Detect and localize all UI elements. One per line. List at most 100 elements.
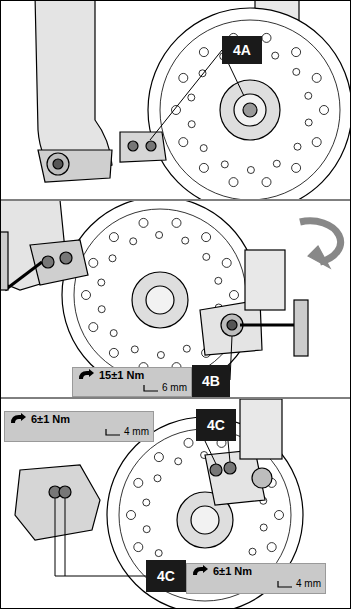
torque-value: 6±1 Nm — [31, 413, 70, 425]
disc-hole — [200, 145, 207, 152]
divider — [0, 398, 351, 399]
pinch-bolt — [224, 462, 236, 474]
hex-key — [5, 262, 42, 290]
dropout — [38, 150, 112, 182]
disc-hole — [320, 106, 329, 115]
tool-row: 4 mm — [191, 578, 321, 589]
torque-icon — [9, 413, 27, 425]
callout-box: 4A — [222, 36, 262, 64]
disc-hole — [293, 68, 300, 75]
disc-hole — [199, 163, 208, 172]
torque-icon — [191, 565, 209, 577]
disc-hole — [89, 258, 98, 267]
leader-line — [55, 498, 146, 576]
disc-hole — [262, 178, 271, 187]
caliper-bolt — [59, 486, 71, 498]
torque-tag: 15±1 Nm6 mm — [72, 367, 192, 397]
hub — [146, 286, 174, 314]
disc-hole — [110, 330, 117, 337]
torque-tag: 6±1 Nm4 mm — [186, 563, 326, 594]
disc-hole — [305, 119, 312, 126]
hub — [234, 94, 266, 126]
disc-hole — [312, 73, 321, 82]
callout-number: 4A — [233, 42, 251, 58]
disc-hole — [82, 291, 91, 300]
disc-hole — [139, 218, 148, 227]
disc-hole — [262, 33, 271, 42]
disc-hole — [109, 348, 118, 357]
axle-bolt — [252, 468, 272, 488]
disc-hole — [154, 475, 161, 482]
pinch-bolt — [128, 141, 138, 151]
callout-box: 4C — [146, 560, 186, 592]
rotation-arrowhead — [308, 246, 330, 268]
pinch-bolt — [60, 252, 72, 264]
brake-disc — [160, 20, 340, 199]
disc-hole — [183, 345, 190, 352]
disc-hole — [179, 138, 188, 147]
hub — [191, 506, 219, 534]
hex-key-shape — [106, 429, 120, 435]
disc-hole — [98, 306, 105, 313]
divider — [0, 200, 351, 201]
hex-key-icon — [277, 579, 293, 589]
brake-disc — [74, 209, 246, 381]
disc-hole — [109, 233, 118, 242]
disc-hole — [134, 478, 143, 487]
disc-hole — [172, 218, 181, 227]
disc-hole — [143, 526, 150, 533]
callout-number: 4C — [207, 417, 225, 433]
hex-key — [240, 324, 300, 327]
hub — [220, 80, 280, 140]
fork-tube — [240, 399, 282, 459]
disc-hole — [294, 143, 301, 150]
pinch-bolt — [146, 141, 156, 151]
disc-hole — [221, 161, 228, 168]
disc-hole — [273, 160, 280, 167]
callout-box: 4B — [192, 365, 230, 397]
fork-tube — [245, 250, 285, 310]
hex-key-shape — [144, 385, 158, 391]
disc-hole — [131, 346, 138, 353]
panel-two — [1, 201, 341, 393]
disc-hole — [203, 253, 210, 260]
disc-hole — [230, 291, 239, 300]
torque-arrow — [193, 565, 208, 575]
disc-hole — [98, 279, 105, 286]
axle-clamp — [120, 132, 166, 162]
tool-row: 6 mm — [77, 382, 187, 393]
hex-key-handle — [1, 232, 8, 290]
disc-hole — [272, 52, 279, 59]
disc-hole — [188, 121, 195, 128]
disc-hole — [222, 258, 231, 267]
hex-key-shape — [278, 581, 292, 587]
tool-size: 4 mm — [124, 426, 149, 437]
torque-arrow — [11, 413, 26, 423]
dropout — [30, 240, 88, 285]
disc-hole — [267, 543, 276, 552]
pinch-bolt — [42, 256, 54, 268]
disc-hole — [182, 237, 189, 244]
disc-hole — [188, 94, 195, 101]
callout-box: 4C — [196, 409, 236, 441]
disc-hole — [292, 48, 301, 57]
torque-row: 6±1 Nm — [9, 413, 149, 425]
hub — [243, 103, 257, 117]
disc-hole — [249, 548, 256, 555]
torque-tag: 6±1 Nm 4 mm — [4, 411, 154, 442]
callout-number: 4C — [157, 568, 175, 584]
disc-hole — [109, 255, 116, 262]
torque-row: 15±1 Nm — [77, 369, 187, 381]
disc-hole — [247, 167, 254, 174]
hub — [132, 272, 188, 328]
axle-bolt — [221, 314, 243, 336]
disc-hole — [229, 178, 238, 187]
disc-hole — [184, 438, 193, 447]
tool-size: 6 mm — [162, 382, 187, 393]
disc-hole — [275, 511, 284, 520]
disc-hole — [175, 458, 182, 465]
disc-hole — [202, 233, 211, 242]
leader-line — [205, 441, 230, 464]
hex-key-icon — [105, 427, 121, 437]
